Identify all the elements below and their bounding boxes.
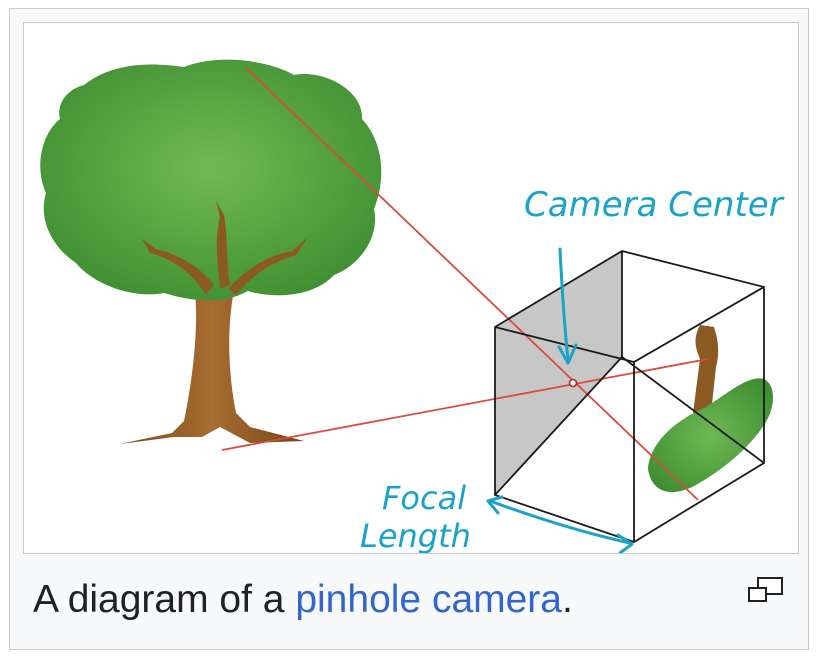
camera-edge-bottom [494,494,635,543]
projected-trunk [692,325,719,423]
camera-center-arrow [557,247,578,365]
figure-caption: A diagram of a pinhole camera. [33,575,713,625]
tree-object [40,59,382,444]
projected-foliage [648,378,773,493]
tree-branch [142,239,214,295]
figure-image[interactable]: Camera Center Focal Length [23,22,799,554]
enlarge-icon-graphic [748,577,783,602]
pinhole-camera-diagram: Camera Center Focal Length [40,59,785,553]
camera-center-label: Camera Center [524,185,785,225]
enlarge-icon[interactable] [746,575,786,605]
camera-edge-top-left [494,326,635,363]
tree-trunk [120,281,304,444]
tree-branch [216,201,230,289]
camera-edge-top-right [621,250,765,288]
pinhole-camera-link[interactable]: pinhole camera [295,578,562,621]
pinhole [568,378,578,388]
focal-length-label-line1: Focal [382,479,466,517]
ray-bottom [221,358,709,451]
caption-suffix: . [562,578,573,621]
camera-box [494,250,765,543]
camera-pinhole-plane [495,251,622,495]
focal-length-label-line2: Length [360,517,471,553]
caption-prefix: A diagram of a [33,578,296,621]
projected-tree-image [648,325,773,493]
figure-thumbnail: Camera Center Focal Length A diagram of … [9,8,809,650]
light-rays [221,67,709,501]
tree-foliage [40,59,382,301]
focal-length-arrow [486,495,634,553]
tree-branch [228,237,308,295]
camera-edge-mid [621,356,765,464]
ray-top [245,67,699,501]
